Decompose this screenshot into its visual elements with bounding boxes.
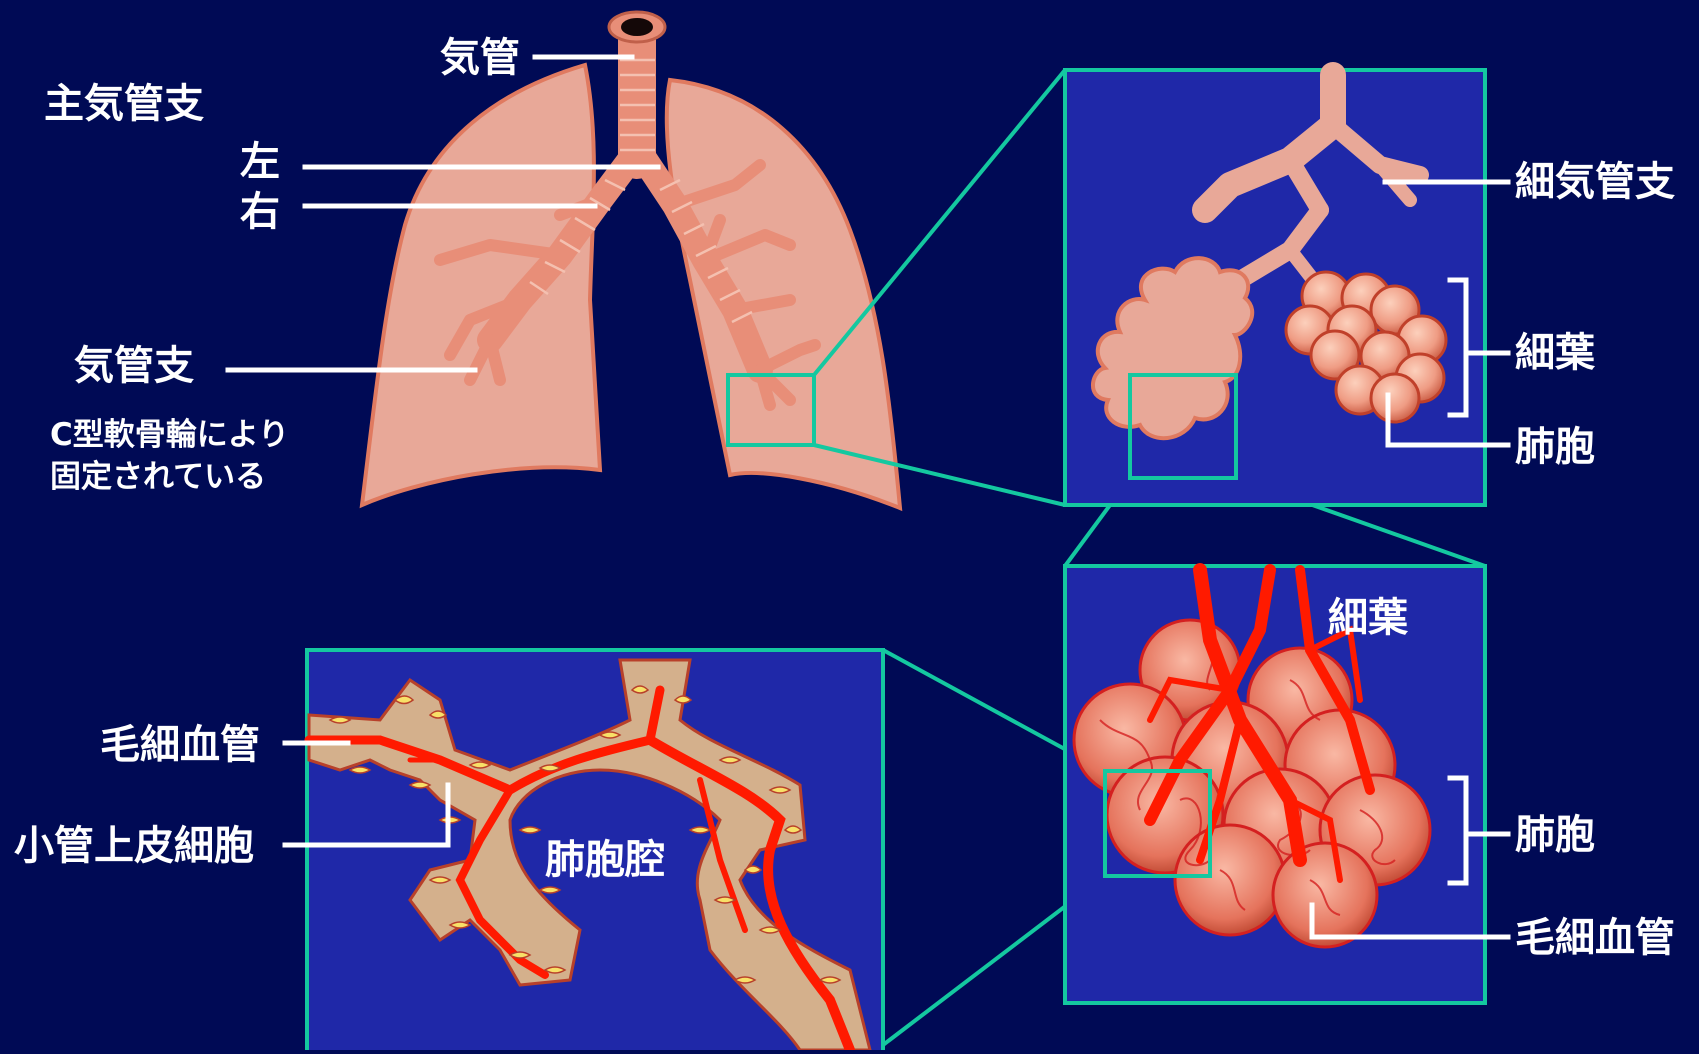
alveolus-label-top: 肺胞 <box>1515 427 1595 467</box>
lungs-illustration <box>362 12 900 508</box>
lobule-inset <box>1065 70 1485 505</box>
left-bronchus-label: 左 <box>240 142 280 182</box>
alveolar-lumen-label: 肺胞腔 <box>545 840 665 880</box>
bronchiole-label: 細気管支 <box>1515 162 1675 202</box>
main-bronchus-label: 主気管支 <box>44 84 204 124</box>
cartilage-note-line2: 固定されている <box>50 456 266 498</box>
epithelium-label: 小管上皮細胞 <box>14 826 254 866</box>
bronchus-label: 気管支 <box>74 346 194 386</box>
left-lung-shape <box>362 65 600 505</box>
alveolus-label-bottom: 肺胞 <box>1515 815 1595 855</box>
capillary-label-left: 毛細血管 <box>100 725 260 765</box>
cartilage-note-line1: C型軟骨輪により <box>50 414 289 456</box>
acinus-title: 細葉 <box>1328 598 1408 638</box>
capillary-label-right: 毛細血管 <box>1515 918 1675 958</box>
right-bronchus-label: 右 <box>240 192 280 232</box>
lobule-label: 細葉 <box>1515 333 1595 373</box>
trachea-label: 気管 <box>440 38 520 78</box>
zoom-line <box>814 70 1065 375</box>
